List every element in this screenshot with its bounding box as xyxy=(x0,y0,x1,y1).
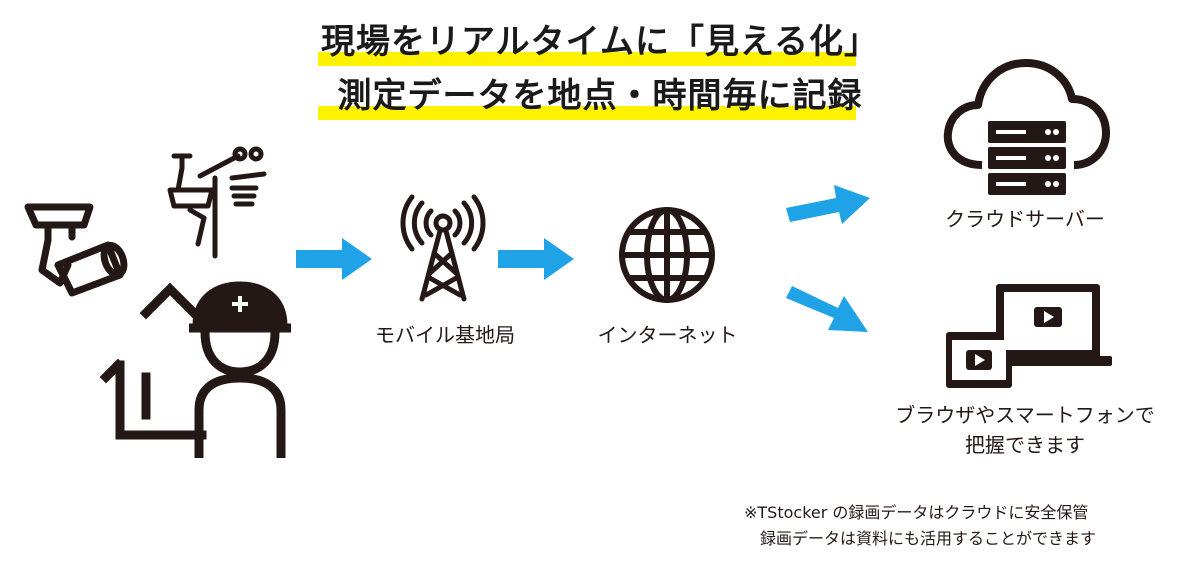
laptop-tablet-icon xyxy=(946,284,1112,388)
headline-highlight-1 xyxy=(318,52,856,66)
arrow-to-internet xyxy=(498,238,574,280)
camera-icon xyxy=(24,203,128,297)
headline-line-1: 現場をリアルタイムに「見える化」 xyxy=(321,22,879,62)
arrow-to-cloud xyxy=(786,185,870,224)
cloud-server-icon xyxy=(943,59,1110,195)
footnote-line-1: ※TStocker の録画データはクラウドに安全保管 xyxy=(744,503,1089,522)
headline-highlight-2 xyxy=(318,106,856,120)
antenna-tower-icon xyxy=(400,194,486,302)
devices-label-line-2: 把握できます xyxy=(965,433,1085,457)
arrow-to-base-station xyxy=(296,238,372,280)
cloud-server-label: クラウドサーバー xyxy=(945,207,1105,231)
weather-station-icon xyxy=(167,146,267,259)
arrow-to-devices xyxy=(786,286,868,332)
headline-line-2: 測定データを地点・時間毎に記録 xyxy=(337,76,863,116)
devices-label-line-1: ブラウザやスマートフォンで xyxy=(895,403,1155,427)
worker-icon xyxy=(189,281,291,458)
globe-icon xyxy=(619,207,715,303)
base-station-label: モバイル基地局 xyxy=(375,323,515,347)
house-icon xyxy=(99,282,207,440)
internet-label: インターネット xyxy=(597,323,738,347)
footnote-line-2: 録画データは資料にも活用することができます xyxy=(760,529,1097,548)
